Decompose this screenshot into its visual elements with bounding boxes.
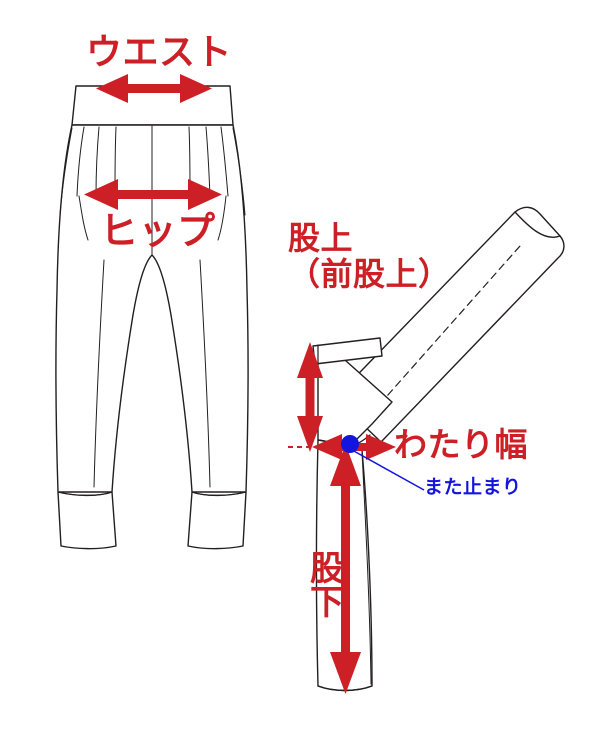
rise-label-line2: （前股上） — [288, 254, 451, 293]
waist-label: ウエスト — [86, 32, 233, 73]
front-cuffs — [57, 491, 247, 550]
rise-label-line1: 股上 — [288, 219, 354, 257]
thigh-width-label: わたり幅 — [394, 425, 528, 464]
crotch-point-label: また止まり — [424, 476, 522, 498]
crotch-point-leader — [351, 449, 425, 491]
front-view-garment — [55, 85, 249, 550]
crotch-point-dot — [341, 435, 359, 453]
side-raised-leg-cuff — [514, 211, 561, 238]
inseam-arrow — [330, 444, 361, 694]
front-leg-creases — [93, 259, 211, 488]
hip-label: ヒップ — [100, 209, 216, 253]
measurement-annotations — [84, 74, 425, 694]
hip-arrow — [84, 179, 222, 210]
waist-arrow — [96, 74, 212, 103]
front-side-seams — [59, 127, 246, 241]
side-standing-leg-seam — [361, 451, 372, 685]
rise-label: 股上 （前股上） — [288, 219, 451, 293]
inseam-label: 股 下 — [310, 549, 345, 623]
inseam-label-line1: 股 — [310, 549, 345, 589]
rise-arrow — [297, 342, 323, 452]
inseam-label-line2: 下 — [310, 582, 345, 623]
front-cuff-top-lines — [57, 491, 247, 496]
